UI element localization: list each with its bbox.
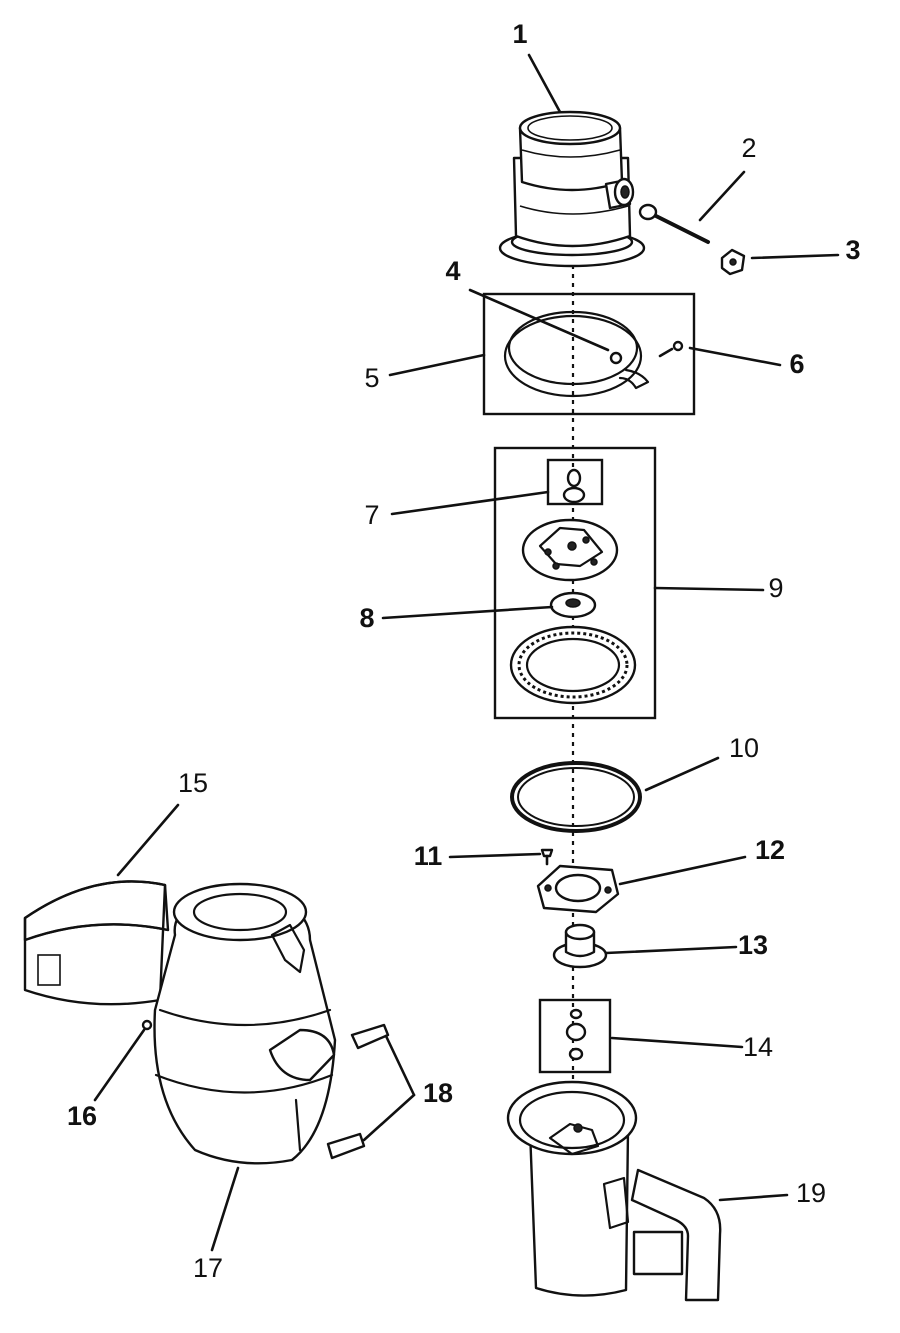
label-1: 1 xyxy=(512,19,527,49)
label-14: 14 xyxy=(743,1032,773,1062)
label-11: 11 xyxy=(414,841,443,871)
part-disposer-body xyxy=(153,882,337,1165)
label-3: 3 xyxy=(845,235,860,265)
label-16: 16 xyxy=(67,1101,97,1131)
label-19: 19 xyxy=(796,1178,826,1208)
label-7: 7 xyxy=(364,500,379,530)
part-sink-flange xyxy=(498,110,646,268)
part-nut xyxy=(720,248,746,276)
part-flange-plate xyxy=(536,864,620,914)
label-17: 17 xyxy=(193,1253,223,1283)
mounting-ring-kit-box xyxy=(482,292,696,416)
callout-labels: 1 2 3 4 5 6 7 8 9 10 11 12 13 14 15 16 1… xyxy=(67,19,861,1283)
part-clips xyxy=(326,1023,390,1160)
part-bolt xyxy=(638,203,710,244)
label-8: 8 xyxy=(359,603,374,633)
part-screw xyxy=(540,848,554,866)
part-shield-band xyxy=(23,880,170,1006)
label-18: 18 xyxy=(423,1078,453,1108)
part-housing xyxy=(506,1080,722,1302)
seal-kit-box xyxy=(538,998,612,1074)
part-gasket xyxy=(510,761,642,833)
label-2: 2 xyxy=(741,133,756,163)
part-bushing xyxy=(552,923,608,969)
label-5: 5 xyxy=(364,363,379,393)
grinding-assembly-box xyxy=(493,446,657,720)
label-4: 4 xyxy=(445,256,460,286)
label-10: 10 xyxy=(729,733,759,763)
label-12: 12 xyxy=(755,835,785,865)
label-9: 9 xyxy=(768,573,783,603)
label-15: 15 xyxy=(178,768,208,798)
leader-lines xyxy=(93,53,840,1252)
label-6: 6 xyxy=(789,349,804,379)
label-13: 13 xyxy=(738,930,768,960)
part-pin xyxy=(141,1019,153,1031)
